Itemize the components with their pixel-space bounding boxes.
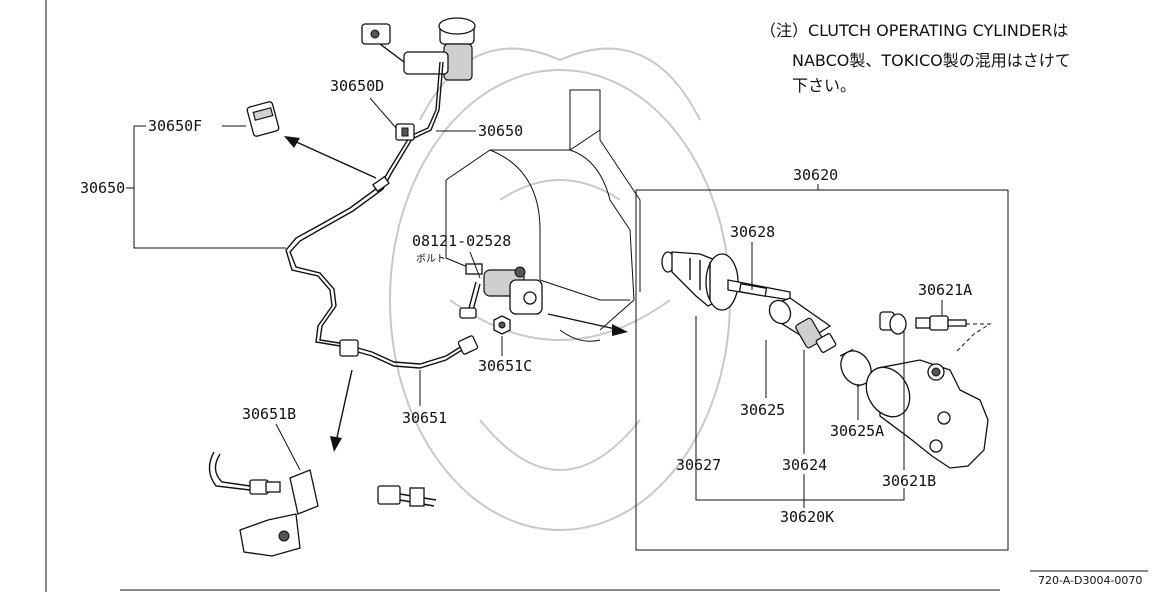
label-30651: 30651	[402, 409, 447, 427]
label-30651C: 30651C	[478, 357, 532, 375]
label-30650F: 30650F	[148, 117, 202, 135]
piston-30625	[768, 297, 837, 353]
operating-cylinder-detail-frame	[635, 189, 1009, 551]
clutch-master-cylinder	[361, 17, 476, 81]
label-bolt-jp: ボルト	[416, 253, 446, 265]
note-line-1: （注）CLUTCH OPERATING CYLINDERは	[760, 21, 1068, 40]
label-30627: 30627	[676, 456, 721, 474]
note-line-2: NABCO製、TOKICO製の混用はさけて	[792, 51, 1071, 70]
push-rod-30628	[727, 279, 791, 301]
label-30621B: 30621B	[882, 472, 936, 490]
pipe-clip-30650F	[246, 101, 280, 137]
label-30628: 30628	[730, 223, 775, 241]
clutch-pipe-30650	[285, 61, 441, 349]
bolt-08121-02528	[459, 281, 481, 319]
label-30620K: 30620K	[780, 508, 834, 526]
installed-operating-cylinder	[465, 263, 543, 315]
label-30625: 30625	[740, 401, 785, 419]
note-line-3: 下さい。	[792, 76, 856, 95]
reference-code: 720-A-D3004-0070	[1038, 574, 1142, 587]
label-30620: 30620	[793, 166, 838, 184]
pipe-fitting-detail	[377, 485, 437, 507]
washer-30651C	[493, 315, 511, 335]
label-30624: 30624	[782, 456, 827, 474]
label-08121-02528: 08121-02528	[412, 232, 511, 250]
label-30625A: 30625A	[830, 422, 884, 440]
hose-end-detail	[208, 451, 281, 495]
bleeder-screw-30621A	[879, 311, 992, 353]
arrow-to-cylinder-detail	[547, 313, 628, 336]
arrow-to-clip	[284, 136, 377, 179]
label-30650-pipe: 30650	[478, 122, 523, 140]
hose-clip-30651B	[239, 469, 319, 557]
spring-30625A	[839, 348, 872, 388]
pipe-clamp-30650D	[395, 123, 415, 141]
clutch-hose-30651	[339, 335, 479, 369]
cylinder-body-30621B	[865, 359, 989, 469]
label-30621A: 30621A	[918, 281, 972, 299]
label-30651B: 30651B	[242, 405, 296, 423]
dust-boot-30627	[661, 251, 739, 311]
label-30650-group: 30650	[80, 179, 125, 197]
arrow-to-hose-detail	[330, 369, 353, 452]
kit-bracket-30620K	[695, 320, 905, 501]
label-30650D: 30650D	[330, 77, 384, 95]
transmission-housing-outline	[445, 89, 641, 342]
